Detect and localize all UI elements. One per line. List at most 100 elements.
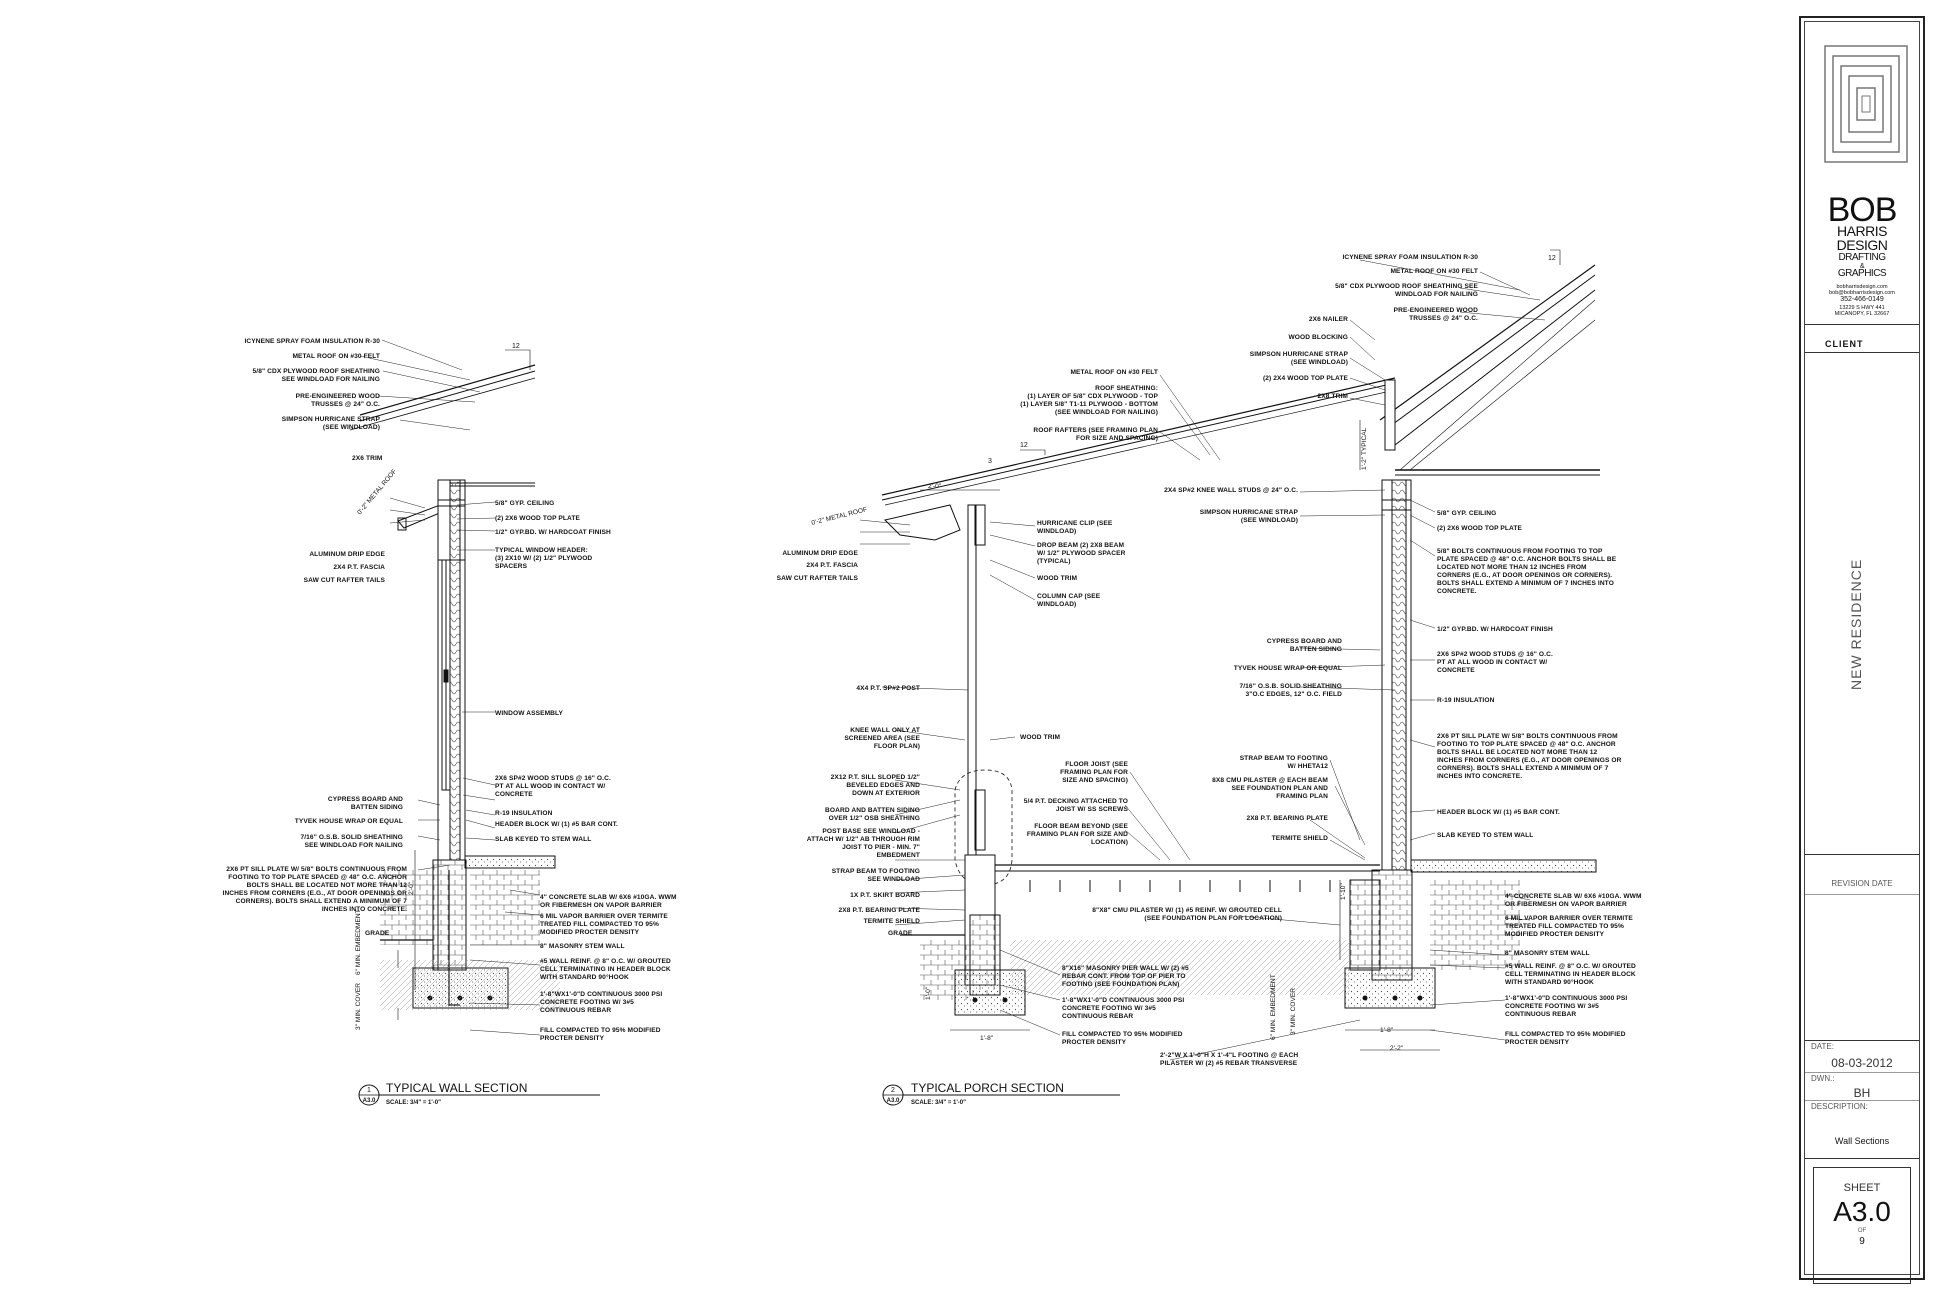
label: 1X P.T. SKIRT BOARD [850, 892, 920, 899]
section-title-2: 2 A3.0 TYPICAL PORCH SECTION SCALE: 3/4"… [882, 1081, 1120, 1106]
label: (3) 2X10 W/ (2) 1/2" PLYWOOD [495, 555, 592, 562]
label: COLUMN CAP (SEE [1037, 593, 1101, 600]
label: CELL TERMINATING IN HEADER BLOCK [540, 966, 671, 973]
logo-mark-icon [1824, 45, 1908, 163]
label: CONCRETE [495, 791, 533, 798]
label: 2X8 TRIM [1318, 393, 1349, 400]
porch-section-2 [881, 249, 1600, 1051]
label: 2X12 P.T. SILL SLOPED 1/2" [831, 774, 920, 781]
label: DOWN AT EXTERIOR [852, 790, 920, 797]
label: (2) 2X6 WOOD TOP PLATE [1437, 525, 1523, 532]
label: TYVEK HOUSE WRAP OR EQUAL [295, 818, 403, 825]
label: HEADER BLOCK W/ (1) #5 BAR CONT. [495, 821, 618, 828]
label: CYPRESS BOARD AND [1267, 638, 1342, 645]
label: BOLTS SHALL BE LOCATED NOT MORE THAN 12 [1437, 749, 1598, 756]
label: JOIST TO PIER - MIN. 7" [842, 844, 920, 851]
label: 2'-2"W X 1'-0"H X 1'-4"L FOOTING @ EACH [1160, 1052, 1298, 1059]
label: ALUMINUM DRIP EDGE [782, 550, 858, 557]
label: TRUSSES @ 24" O.C. [1409, 315, 1478, 322]
label: 8"X16" MASONRY PIER WALL W/ (2) #5 [1062, 965, 1189, 972]
label: CONCRETE FOOTING W/ 3#5 [540, 999, 634, 1006]
label: PT AT ALL WOOD IN CONTACT W/ [1437, 659, 1547, 666]
divider [1805, 894, 1919, 895]
logo-harris: HARRIS [1837, 223, 1887, 239]
label: FLOOR BEAM BEYOND (SEE [1034, 823, 1128, 830]
label: 2X6 SP#2 WOOD STUDS @ 16" O.C. [495, 775, 611, 782]
label: 1/2" GYP.BD. W/ HARDCOAT FINISH [495, 529, 611, 536]
label: DROP BEAM (2) 2X8 BEAM [1037, 542, 1124, 549]
label: TERMITE SHIELD [1272, 835, 1328, 842]
label: WINDLOAD) [1037, 601, 1076, 608]
label: (1) LAYER 5/8" T1-11 PLYWOOD - BOTTOM [1020, 401, 1158, 408]
label: FILL COMPACTED TO 95% MODIFIED [1062, 1031, 1183, 1038]
label: SCREENED AREA (SEE [844, 735, 920, 742]
label: 2'-0" [408, 881, 415, 895]
section-title-1: 1 A3.0 TYPICAL WALL SECTION SCALE: 3/4" … [358, 1081, 600, 1106]
label: ICYNENE SPRAY FOAM INSULATION R-30 [244, 338, 380, 345]
label: 3" MIN. COVER [355, 983, 362, 1030]
revision-date-label: REVISION DATE [1831, 879, 1893, 888]
label: 5/8" GYP. CEILING [1437, 510, 1496, 517]
pitch-label: 12 [1020, 442, 1028, 449]
label: STRAP BEAM TO FOOTING [832, 868, 920, 875]
label: WITH STANDARD 90°HOOK [1505, 978, 1594, 986]
label: TYPICAL WINDOW HEADER: [495, 547, 588, 554]
label: 4X4 P.T. SP#2 POST [856, 685, 920, 692]
logo-graphics: GRAPHICS [1837, 268, 1887, 279]
label: GRADE [365, 930, 390, 937]
date-value: 08-03-2012 [1831, 1056, 1893, 1070]
label: ROOF SHEATHING: [1095, 385, 1158, 392]
label: ICYNENE SPRAY FOAM INSULATION R-30 [1342, 254, 1478, 261]
label: PROCTER DENSITY [540, 1035, 605, 1042]
label: 2X6 SP#2 WOOD STUDS @ 16" O.C. [1437, 651, 1553, 658]
label: INCHES INTO CONCRETE. [1437, 773, 1522, 780]
label: 1'-8"WX1'-0"D CONTINUOUS 3000 PSI [1505, 995, 1627, 1002]
label: 5/8" CDX PLYWOOD ROOF SHEATHING [253, 368, 381, 375]
section-scale: SCALE: 3/4" = 1'-0" [386, 1100, 441, 1106]
label: PROCTER DENSITY [1062, 1039, 1127, 1046]
label: EMBEDMENT [877, 852, 920, 859]
label: 2X6 NAILER [1309, 316, 1348, 323]
label: 1'-8" [1380, 1027, 1394, 1034]
label: 2X4 P.T. FASCIA [806, 562, 858, 569]
section-number: 2 [891, 1087, 895, 1094]
label: (SEE WINDLOAD FOR NAILING) [1055, 409, 1158, 416]
drawn-label: DWN.: [1811, 1074, 1835, 1083]
contact-city: MICANOPY, FL 32667 [1834, 311, 1890, 317]
label: METAL ROOF ON #30 FELT [292, 353, 380, 360]
divider [1805, 324, 1919, 325]
label: FOR SIZE AND SPACING) [1076, 435, 1158, 442]
label: SPACERS [495, 563, 528, 570]
drawn-value: BH [1853, 1086, 1871, 1100]
porch-section-labels: ICYNENE SPRAY FOAM INSULATION R-30 METAL… [777, 254, 1642, 1067]
label: SEE FOUNDATION PLAN AND [1232, 785, 1329, 792]
label: SLAB KEYED TO STEM WALL [495, 836, 591, 843]
label: R-19 INSULATION [1437, 697, 1495, 704]
label: #5 WALL REINF. @ 8" O.C. W/ GROUTED [1505, 963, 1636, 970]
section-sheet-ref: A3.0 [363, 1098, 376, 1104]
divider [1805, 854, 1919, 855]
label: MODIFIED PROCTER DENSITY [540, 929, 640, 936]
label: W/ HHETA12 [1288, 763, 1329, 770]
label: (SEE WINDLOAD) [323, 424, 380, 431]
section-title: TYPICAL WALL SECTION [386, 1081, 527, 1095]
label: BOARD AND BATTEN SIDING [825, 807, 920, 814]
label: WOOD TRIM [1020, 734, 1060, 741]
label: WOOD TRIM [1037, 575, 1077, 582]
label: BOLTS SHALL BE LOCATED NOT MORE THAN 12 [247, 882, 408, 889]
label: KNEE WALL ONLY AT [850, 727, 920, 734]
label: HEADER BLOCK W/ (1) #5 BAR CONT. [1437, 809, 1560, 816]
label: TERMITE SHIELD [864, 918, 920, 925]
label: CORNERS). BOLTS SHALL EXTEND A MINIMUM O… [1437, 765, 1609, 772]
section-sheet-ref: A3.0 [887, 1098, 900, 1104]
label: METAL ROOF ON #30 FELT [1390, 268, 1478, 275]
label: (SEE WINDLOAD) [1241, 517, 1298, 524]
label: CONCRETE [1437, 667, 1475, 674]
label: FRAMING PLAN [1276, 793, 1328, 800]
divider [1805, 1072, 1919, 1073]
section-scale: SCALE: 3/4" = 1'-0" [911, 1100, 966, 1106]
label: PRE-ENGINEERED WOOD [1394, 307, 1478, 314]
section-title: TYPICAL PORCH SECTION [911, 1081, 1064, 1095]
label: 4" CONCRETE SLAB W/ 6X6 #10GA. WWM [540, 894, 677, 901]
label: 8" MASONRY STEM WALL [540, 943, 625, 950]
